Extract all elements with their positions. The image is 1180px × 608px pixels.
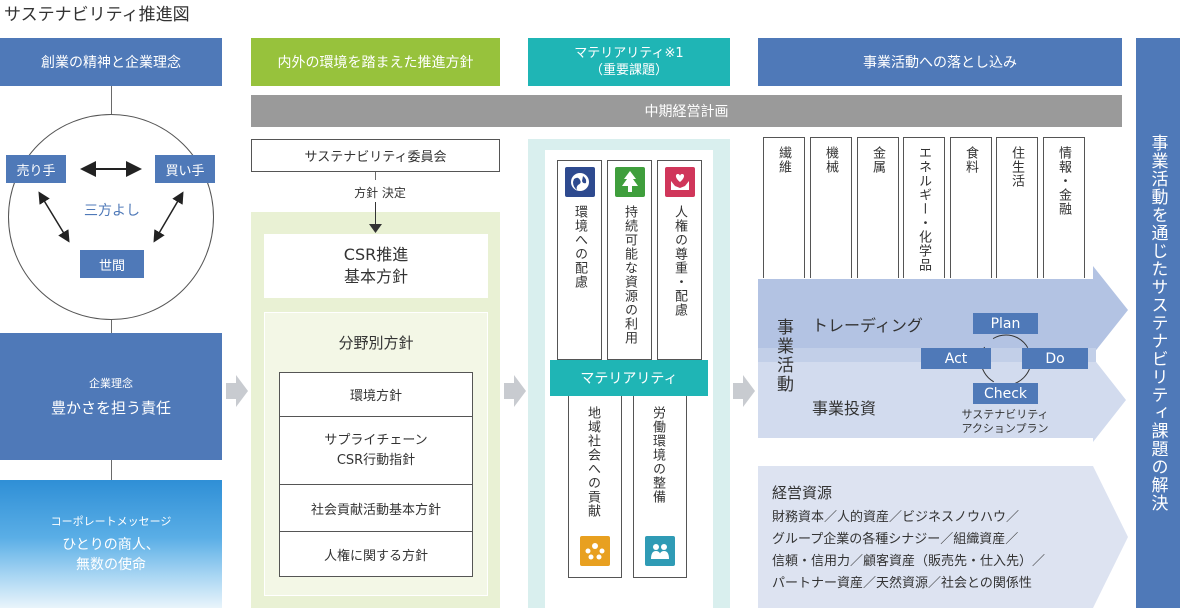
tree-icon [615,167,645,197]
header-materiality-line2: （重要課題） [589,63,668,78]
buyer-box: 買い手 [155,155,215,183]
investment-label: 事業投資 [812,399,877,418]
segment-metals: 金属 [857,137,899,278]
connector-line [111,86,112,114]
action-plan-label: サステナビリティ アクションプラン [945,407,1065,437]
policy-supply-chain: サプライチェーン CSR行動指針 [279,417,473,485]
action-plan-line2: アクションプラン [961,422,1049,435]
corporate-message-label: コーポレートメッセージ [50,515,172,528]
business-activity-label: 事業活動 [773,318,793,394]
corporate-philosophy-box: 企業理念 豊かさを担う責任 [0,333,222,460]
header-materiality-line1: マテリアリティ※1 [574,46,684,61]
policy-supply-chain-line1: サプライチェーン [324,432,428,448]
workers-icon [645,536,675,566]
materiality-community: 地域社会への貢献 [568,396,622,578]
materiality-human-rights: 人権の尊重・配慮 [657,160,702,360]
arrow-down-icon [369,224,382,233]
resources-line: 財務資本／人的資産／ビジネスノウハウ／ [772,510,1020,525]
header-philosophy: 創業の精神と企業理念 [0,38,222,86]
heart-hands-icon [665,167,695,197]
segment-textile: 繊維 [763,137,805,278]
buyer-society-arrow [153,191,184,243]
resources-line: 信頼・信用力／顧客資産（販売先・仕入先）／ [772,554,1046,569]
seller-society-arrow [38,191,70,243]
segment-ict-finance-label: 情報・金融 [1056,146,1071,216]
materiality-band: マテリアリティ [550,360,708,396]
segment-energy-chemicals-label: エネルギー・化学品 [916,146,931,272]
segment-energy-chemicals: エネルギー・化学品 [903,137,945,278]
segment-machinery: 機械 [810,137,852,278]
connector-line [111,460,112,480]
segment-machinery-label: 機械 [823,146,838,174]
policy-supply-chain-line2: CSR行動指針 [336,452,416,468]
corporate-message-line1: ひとりの商人、 [62,537,160,553]
connector-line [111,320,112,333]
pdca-plan: Plan [973,313,1038,334]
segment-general-products: 住生活 [996,137,1038,278]
pdca-act: Act [921,348,991,369]
corporate-philosophy-text: 豊かさを担う責任 [50,399,171,417]
policy-human-rights: 人権に関する方針 [279,532,473,577]
corporate-message-line2: 無数の使命 [76,557,146,573]
society-box: 世間 [80,250,144,278]
segment-general-products-label: 住生活 [1009,146,1024,188]
page-title: サステナビリティ推進図 [4,5,190,25]
resources-list: 財務資本／人的資産／ビジネスノウハウ／ グループ企業の各種シナジー／組織資産／ … [772,507,1045,595]
pdca-do: Do [1022,348,1088,369]
flow-arrow-1 [226,375,248,407]
pdca-check: Check [973,383,1038,404]
midterm-plan-band: 中期経営計画 [251,95,1122,127]
materiality-resources: 持続可能な資源の利用 [607,160,652,360]
community-icon [580,536,610,566]
segment-ict-finance: 情報・金融 [1043,137,1085,278]
connector-line [375,202,376,226]
resources-arrow [758,466,1128,608]
action-plan-line1: サステナビリティ [961,408,1049,421]
corporate-message-box: コーポレートメッセージ ひとりの商人、 無数の使命 [0,480,222,608]
header-materiality: マテリアリティ※1 （重要課題） [528,38,730,86]
materiality-human-rights-label: 人権の尊重・配慮 [672,205,687,317]
materiality-environment-label: 環境への配慮 [572,205,587,289]
materiality-community-label: 地域社会への貢献 [585,406,600,518]
materiality-labor-label: 労働環境の整備 [650,406,665,504]
csr-policy-line1: CSR推進 [343,245,409,264]
materiality-labor: 労働環境の整備 [633,396,687,578]
right-vertical-text: 事業活動を通じたサステナビリティ課題の解決 [1147,134,1168,512]
sanpo-yoshi-label: 三方よし [84,203,140,219]
csr-policy-line2: 基本方針 [343,267,408,286]
globe-icon [565,167,595,197]
policy-decision-label: 方針 決定 [354,185,406,200]
field-policy-title: 分野別方針 [338,333,414,352]
resources-title: 経営資源 [772,484,833,502]
relation-arrows [38,161,184,243]
materiality-environment: 環境への配慮 [557,160,602,360]
segment-food-label: 食料 [963,146,978,174]
sustainability-committee-box: サステナビリティ委員会 [251,139,500,172]
resources-line: パートナー資産／天然資源／社会との関係性 [772,576,1032,591]
seller-box: 売り手 [6,155,66,183]
sanpo-yoshi-circle [8,114,214,320]
trading-label: トレーディング [812,316,923,335]
flow-arrow-2 [504,375,526,407]
segment-food: 食料 [950,137,992,278]
segment-metals-label: 金属 [870,146,885,174]
flow-arrow-3 [733,375,755,407]
corporate-philosophy-label: 企業理念 [89,377,133,390]
policy-environment: 環境方針 [279,372,473,417]
segment-textile-label: 繊維 [776,146,791,174]
resources-line: グループ企業の各種シナジー／組織資産／ [772,532,1019,547]
right-vertical-band: 事業活動を通じたサステナビリティ課題の解決 [1136,38,1180,608]
connector-line [375,172,376,180]
header-business: 事業活動への落とし込み [758,38,1122,86]
csr-policy-box: CSR推進 基本方針 [264,234,488,298]
materiality-resources-label: 持続可能な資源の利用 [622,205,637,345]
policy-social-contribution: 社会貢献活動基本方針 [279,485,473,532]
header-policy: 内外の環境を踏まえた推進方針 [251,38,500,86]
